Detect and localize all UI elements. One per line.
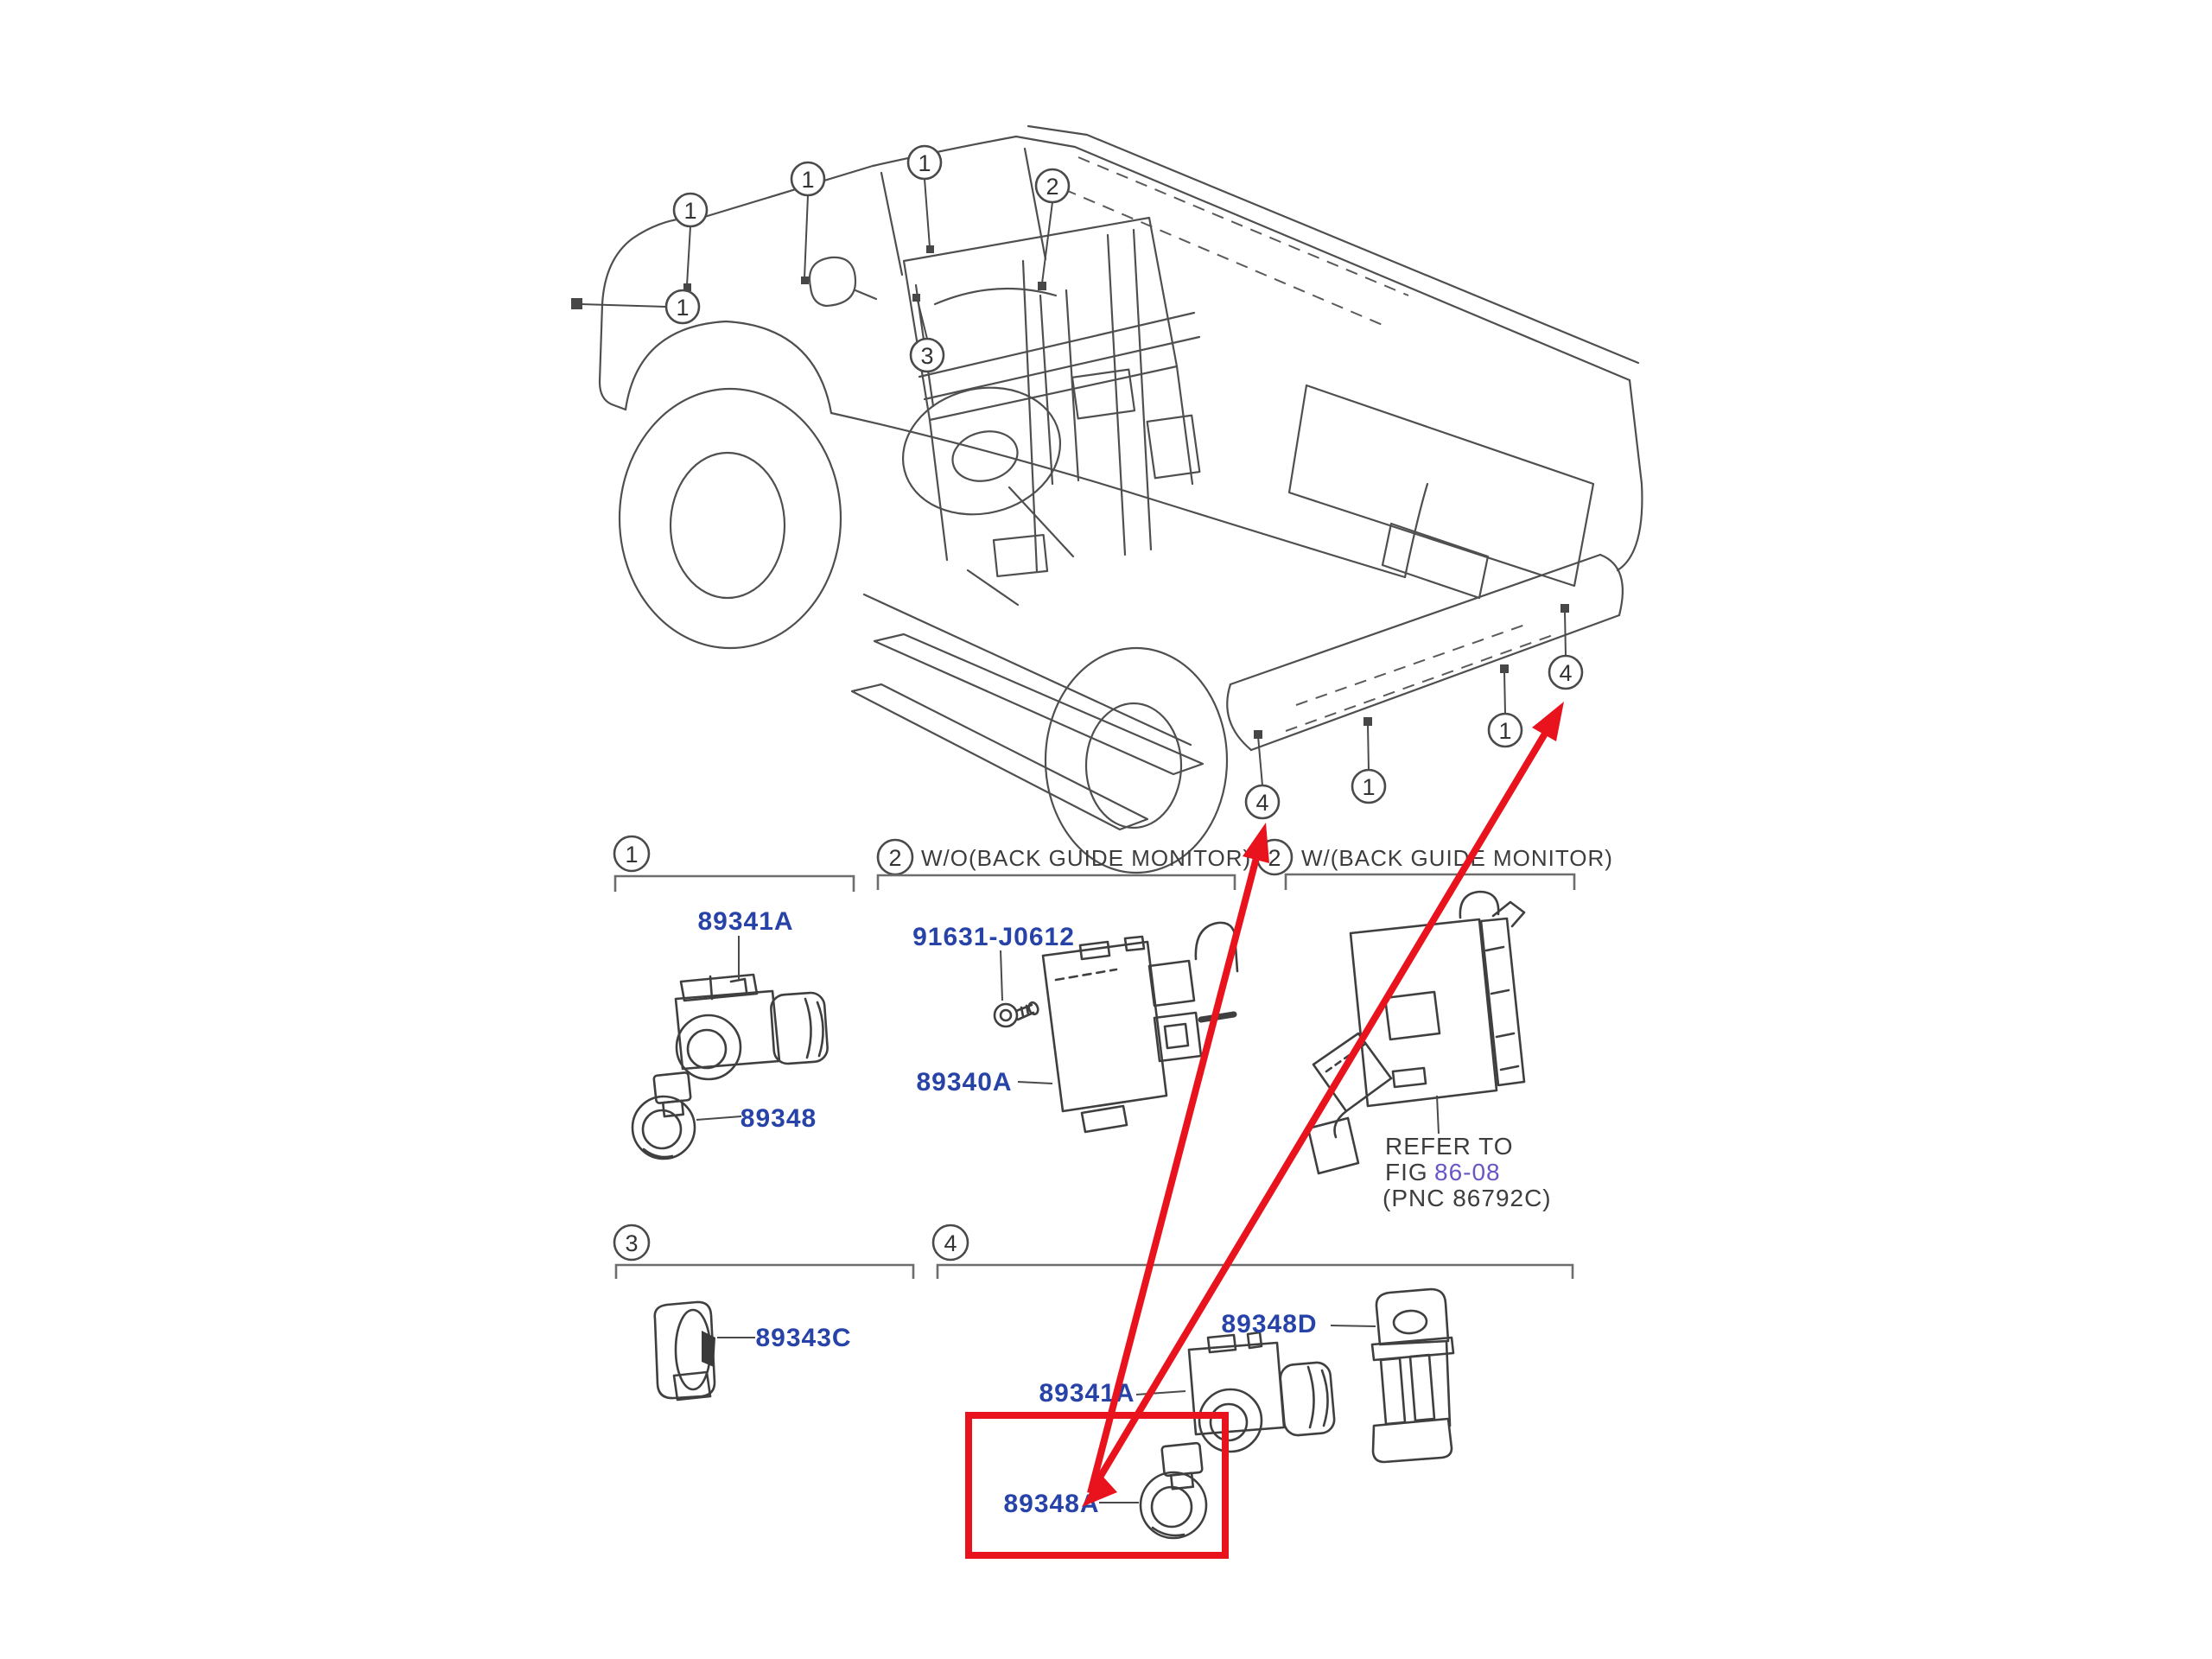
section-headers: 1 2 W/O(BACK GUIDE MONITOR) 2 W/(BACK GU… <box>613 835 1613 1279</box>
section-number: 1 <box>625 842 638 868</box>
callout-label: 3 <box>920 343 933 369</box>
callout-1-cowl: 1 <box>790 161 826 284</box>
callout-1-bumper-mid-right: 1 <box>1487 664 1523 748</box>
section-number: 2 <box>1268 845 1281 871</box>
svg-text:89348A: 89348A <box>1003 1490 1099 1518</box>
reference-note: REFER TO FIG 86-08 (PNC 86792C) <box>1382 1133 1552 1211</box>
callout-1-bumper-mid-left: 1 <box>1351 717 1387 804</box>
callout-4-bumper-right: 4 <box>1548 604 1584 690</box>
pnc-line: (PNC 86792C) <box>1382 1185 1552 1211</box>
section-4-parts <box>1139 1287 1455 1540</box>
callout-4-bumper-left: 4 <box>1244 730 1281 820</box>
section-2-wo-parts <box>993 921 1239 1134</box>
arrowhead-left-4 <box>1243 823 1269 863</box>
callout-label: 1 <box>1362 774 1375 800</box>
label-89348D: 89348D <box>1221 1310 1376 1338</box>
highlight-box-89348A <box>965 1412 1229 1559</box>
refer-to-line: REFER TO <box>1385 1133 1514 1160</box>
callout-1-fender-side: 1 <box>571 289 701 325</box>
svg-text:89348D: 89348D <box>1221 1310 1317 1338</box>
callout-1-hood-left: 1 <box>672 192 709 291</box>
fig-number-link[interactable]: 86-08 <box>1434 1159 1501 1185</box>
section-2-with-header: 2 W/(BACK GUIDE MONITOR) <box>1255 838 1613 890</box>
label-89348-s1: 89348 <box>696 1104 817 1133</box>
label-89348A: 89348A <box>1003 1490 1139 1518</box>
section-4-header: 4 <box>931 1224 1574 1279</box>
label-89343C: 89343C <box>717 1324 851 1352</box>
svg-text:91631-J0612: 91631-J0612 <box>912 923 1075 951</box>
highlight-annotations <box>965 702 1564 1559</box>
callout-label: 1 <box>918 150 931 176</box>
section-title: W/O(BACK GUIDE MONITOR) <box>921 845 1251 871</box>
callout-1-dash-top: 1 <box>906 144 943 253</box>
label-89340A: 89340A <box>916 1068 1053 1096</box>
svg-text:89340A: 89340A <box>916 1068 1012 1096</box>
arrowhead-into-box <box>1082 1473 1117 1507</box>
svg-text:89341A: 89341A <box>697 907 793 936</box>
section-number: 2 <box>888 845 901 871</box>
part-number-labels: 89341A 89348 91631-J0612 89340A 89343C 8… <box>696 907 1376 1518</box>
vehicle-callouts: 1 1 1 2 1 3 4 <box>571 144 1584 820</box>
arrowhead-right-4 <box>1532 702 1564 741</box>
callout-label: 1 <box>676 295 689 321</box>
callout-label: 1 <box>683 198 696 224</box>
callout-label: 4 <box>1559 660 1572 686</box>
highlight-arrow-right <box>1087 709 1561 1496</box>
svg-text:89348: 89348 <box>741 1104 817 1133</box>
callout-3-column: 3 <box>909 294 945 373</box>
section-number: 3 <box>625 1230 638 1256</box>
callout-label: 4 <box>1255 790 1268 816</box>
section-number: 4 <box>944 1230 957 1256</box>
callout-label: 1 <box>1498 718 1511 744</box>
callout-2-dash: 2 <box>1034 168 1071 290</box>
section-3-parts <box>653 1300 716 1402</box>
svg-text:89343C: 89343C <box>755 1324 851 1352</box>
section-1-parts <box>631 973 829 1160</box>
section-2-with-parts <box>1306 890 1526 1175</box>
vehicle-illustration <box>598 124 1643 874</box>
section-title: W/(BACK GUIDE MONITOR) <box>1301 845 1613 871</box>
callout-label: 1 <box>801 167 814 193</box>
section-3-header: 3 <box>613 1224 915 1279</box>
callout-label: 2 <box>1046 174 1058 200</box>
fig-prefix: FIG <box>1385 1159 1428 1185</box>
label-91631-J0612: 91631-J0612 <box>912 923 1075 1001</box>
section-2-wo-header: 2 W/O(BACK GUIDE MONITOR) <box>876 838 1251 890</box>
label-89341A-s1: 89341A <box>697 907 793 979</box>
highlight-arrow-left <box>1087 833 1266 1495</box>
section-1-header: 1 <box>613 835 855 892</box>
